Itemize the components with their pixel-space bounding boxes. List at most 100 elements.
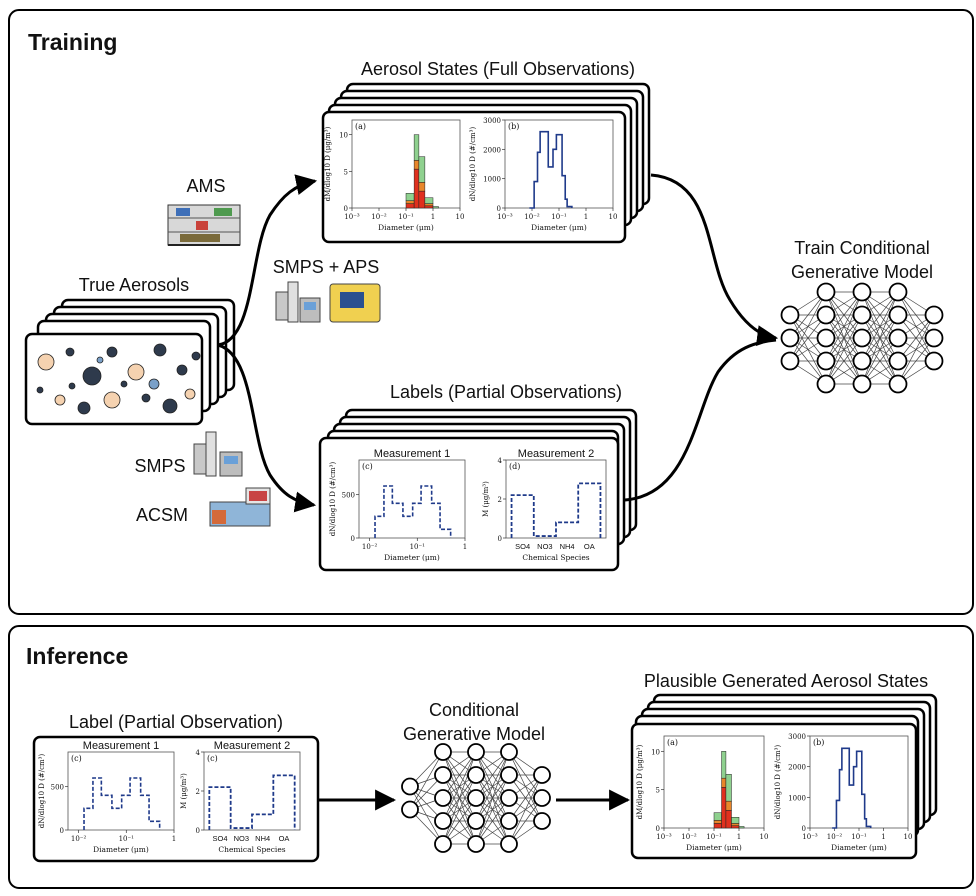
y-axis-label: dN/dlog10 D (#/cm³) bbox=[469, 127, 477, 202]
nn-edge bbox=[442, 751, 477, 822]
y-tick-label: 0 bbox=[196, 827, 200, 835]
histogram-bar bbox=[721, 751, 727, 779]
inference-model-label-2: Generative Model bbox=[403, 724, 545, 744]
x-tick-label: 10 bbox=[456, 213, 465, 221]
aerosol-particle bbox=[103, 391, 121, 409]
nn-edge bbox=[508, 774, 543, 822]
nn-node bbox=[852, 374, 872, 394]
acsm-label: ACSM bbox=[136, 505, 188, 525]
histogram-bar bbox=[713, 823, 722, 829]
y-tick-label: 500 bbox=[342, 492, 355, 500]
inference-panel bbox=[8, 625, 974, 889]
labels-title: Labels (Partial Observations) bbox=[390, 382, 622, 402]
x-tick-label: 10⁻¹ bbox=[119, 835, 135, 843]
nn-edge bbox=[442, 751, 477, 799]
y-axis-label: dN/dlog10 D (#/cm³) bbox=[774, 745, 782, 820]
nn-node bbox=[780, 305, 800, 325]
aerosol-particle bbox=[68, 382, 76, 390]
plot-frame bbox=[203, 751, 301, 831]
y-tick-label: 2 bbox=[498, 496, 502, 504]
nn-edge bbox=[825, 337, 863, 385]
category-tick-label: NO3 bbox=[234, 834, 249, 843]
panel-tag: (b) bbox=[508, 122, 519, 131]
histogram-bar bbox=[713, 812, 722, 821]
plot-title: Measurement 2 bbox=[214, 740, 290, 752]
plot-frame bbox=[504, 119, 614, 209]
x-tick-label: 10⁻¹ bbox=[398, 213, 414, 221]
x-tick-label: 1 bbox=[172, 835, 176, 843]
histogram-bar bbox=[424, 197, 434, 204]
histogram-bar bbox=[721, 787, 727, 829]
nn-node bbox=[434, 835, 452, 853]
panel-tag: (c) bbox=[207, 754, 218, 763]
smps-aps-instrument-icon bbox=[275, 281, 381, 323]
histogram-bar bbox=[405, 193, 415, 201]
histogram-bar bbox=[731, 817, 740, 824]
x-axis-label: Chemical Species bbox=[522, 553, 589, 562]
inference-model-label-1: Conditional bbox=[429, 700, 519, 720]
aerosol-particle bbox=[65, 347, 75, 357]
aerosol-particle bbox=[176, 364, 188, 376]
histogram-bar bbox=[418, 182, 426, 192]
x-tick-label: 10 bbox=[904, 833, 913, 841]
y-tick-label: 0 bbox=[802, 825, 806, 833]
nn-edge bbox=[897, 314, 935, 385]
ams-label: AMS bbox=[186, 176, 225, 196]
x-tick-label: 10⁻² bbox=[362, 543, 378, 551]
nn-node bbox=[434, 743, 452, 761]
smps-aps-label: SMPS + APS bbox=[273, 257, 380, 277]
species-mass-line bbox=[510, 482, 602, 538]
x-axis-label: Chemical Species bbox=[218, 845, 285, 854]
y-tick-label: 3000 bbox=[483, 117, 501, 125]
y-tick-label: 0 bbox=[498, 535, 502, 543]
aerosol-card-stack bbox=[24, 298, 236, 426]
aerosol-particles bbox=[36, 343, 201, 415]
panel-tag: (c) bbox=[71, 754, 82, 763]
x-tick-label: 10⁻³ bbox=[497, 213, 513, 221]
x-tick-label: 10⁻³ bbox=[656, 833, 672, 841]
nn-edge bbox=[475, 797, 510, 845]
nn-node bbox=[780, 351, 800, 371]
train-model-label-2: Generative Model bbox=[791, 262, 933, 282]
panel-tag: (b) bbox=[813, 738, 824, 747]
nn-node bbox=[401, 777, 419, 796]
label-plots-training: (c)dN/dlog10 D (#/cm³)Diameter (μm)Measu… bbox=[329, 448, 607, 562]
nn-edge bbox=[897, 337, 935, 385]
y-tick-label: 0 bbox=[351, 535, 355, 543]
panel-tag: (d) bbox=[509, 462, 520, 471]
nn-edge bbox=[475, 774, 510, 845]
nn-edge bbox=[789, 314, 827, 362]
x-tick-label: 1 bbox=[584, 213, 588, 221]
train-model-label-1: Train Conditional bbox=[794, 238, 929, 258]
nn-node bbox=[816, 282, 836, 302]
x-axis-label: Diameter (μm) bbox=[378, 223, 434, 232]
plot-frame bbox=[809, 735, 909, 829]
histogram-bar bbox=[405, 200, 415, 204]
nn-node bbox=[467, 789, 485, 807]
histogram-bar bbox=[731, 823, 740, 826]
nn-edge bbox=[861, 291, 899, 362]
nn-node bbox=[924, 351, 944, 371]
aerosol-particle bbox=[106, 346, 118, 358]
size-distribution-line bbox=[529, 130, 573, 209]
x-axis-label: Diameter (μm) bbox=[686, 843, 742, 852]
aerosol-particle bbox=[191, 351, 201, 361]
training-arrows bbox=[217, 173, 779, 513]
inference-label-title: Label (Partial Observation) bbox=[69, 712, 283, 732]
ams-instrument-icon bbox=[167, 204, 241, 246]
histogram-bar bbox=[725, 774, 732, 802]
plot-title: Measurement 1 bbox=[83, 740, 159, 752]
y-tick-label: 0 bbox=[656, 825, 660, 833]
histogram-bar bbox=[738, 826, 745, 829]
nn-node bbox=[816, 374, 836, 394]
nn-edge bbox=[861, 291, 899, 385]
nn-edge bbox=[861, 314, 899, 385]
nn-node bbox=[467, 743, 485, 761]
states-title: Aerosol States (Full Observations) bbox=[361, 59, 635, 79]
nn-node bbox=[533, 766, 551, 784]
y-tick-label: 2000 bbox=[788, 764, 806, 772]
y-axis-label: M (μg/m³) bbox=[482, 481, 490, 517]
histogram-bar bbox=[424, 205, 434, 209]
true-aerosols-label: True Aerosols bbox=[79, 275, 189, 295]
nn-node bbox=[500, 766, 518, 784]
